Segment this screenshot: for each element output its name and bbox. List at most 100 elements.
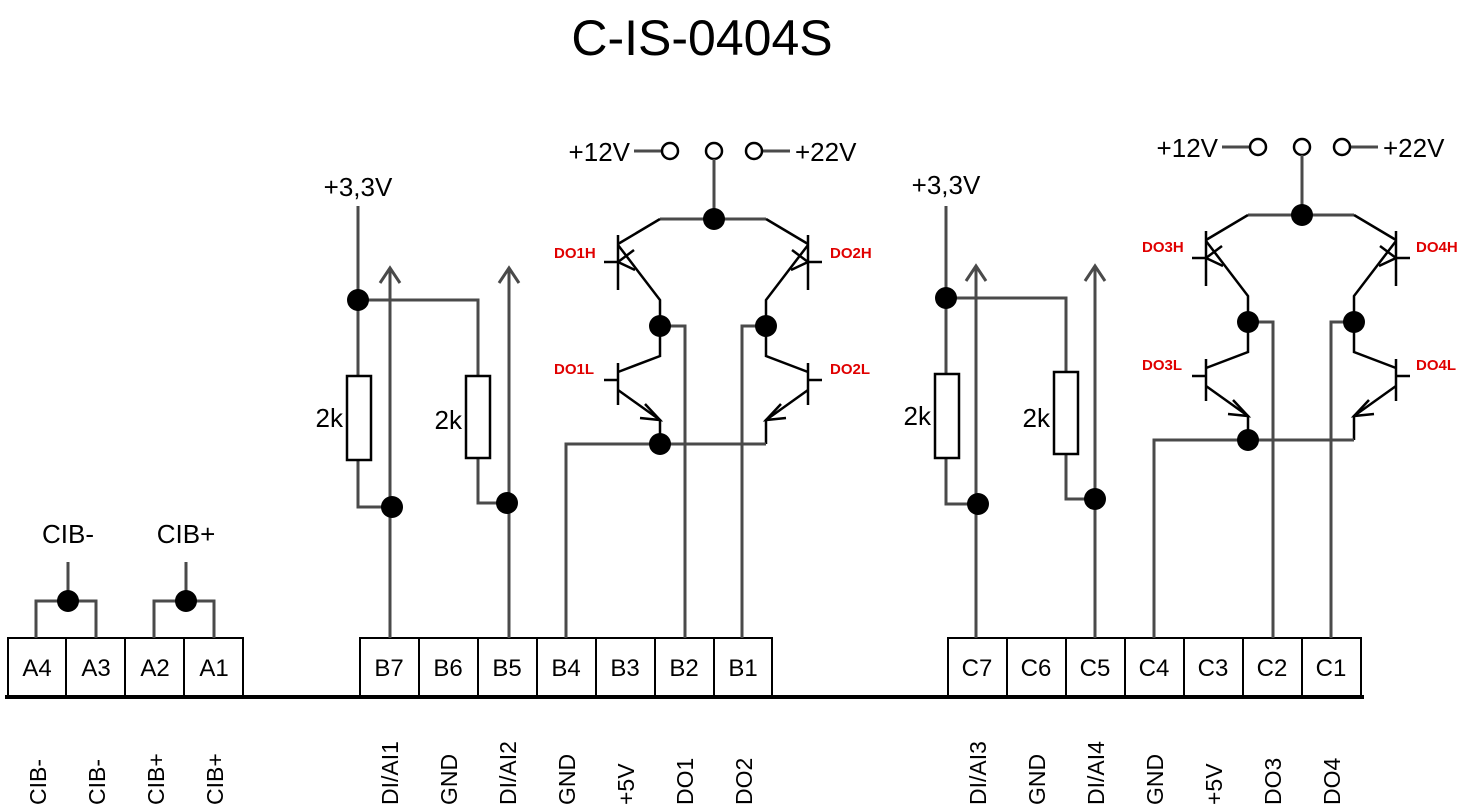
- pin-function: GND: [1142, 754, 1168, 805]
- junction-dot: [967, 493, 989, 515]
- supply-3v3-label: +3,3V: [324, 172, 393, 202]
- resistor-value-label: 2k: [904, 401, 932, 431]
- transistor-label-do3l: DO3L: [1142, 357, 1182, 374]
- junction-dot: [347, 289, 369, 311]
- pin-function: DI/AI3: [965, 741, 991, 805]
- resistor-value-label: 2k: [316, 403, 344, 433]
- terminal-c2: [1242, 637, 1303, 697]
- resistor-value-label: 2k: [1023, 403, 1051, 433]
- pin-function: CIB+: [202, 753, 228, 805]
- jumper-pin-22v: [1332, 137, 1352, 157]
- pin-function: DI/AI1: [377, 741, 403, 805]
- junction-dot: [703, 208, 725, 230]
- junction-dot: [649, 433, 671, 455]
- supply-22v-label: +22V: [795, 137, 857, 167]
- terminal-label: B7: [374, 655, 403, 682]
- pin-function: DO3: [1260, 758, 1286, 805]
- terminal-label: A3: [81, 655, 110, 682]
- pin-function: DO4: [1319, 758, 1345, 806]
- junction-dot: [1237, 311, 1259, 333]
- terminal-label: A4: [22, 655, 51, 682]
- terminal-label: B4: [551, 655, 580, 682]
- transistor-label-do4l: DO4L: [1416, 357, 1456, 374]
- terminal-label: C1: [1316, 655, 1347, 682]
- supply-12v-label: +12V: [1157, 133, 1219, 163]
- pin-function-labels: CIB- CIB- CIB+ CIB+ DI/AI1 GND DI/AI2 GN…: [25, 741, 1345, 805]
- pin-function: DI/AI2: [495, 741, 521, 805]
- input-circuit-c: +3,3V 2k 2k: [904, 170, 1107, 638]
- transistor-label-do2h: DO2H: [830, 245, 872, 262]
- terminal-b3: [595, 637, 656, 697]
- supply-12v-label: +12V: [569, 137, 631, 167]
- terminal-a1: [183, 637, 244, 697]
- junction-dot: [649, 315, 671, 337]
- input-circuit-b: +3,3V 2k 2k: [316, 172, 521, 638]
- junction-dot: [381, 496, 403, 518]
- junction-dot: [1237, 429, 1259, 451]
- supply-3v3-label: +3,3V: [912, 170, 981, 200]
- terminal-c1: [1301, 637, 1362, 697]
- terminal-c6: [1006, 637, 1067, 697]
- junction-dot: [496, 492, 518, 514]
- jumper-pin-common: [704, 141, 724, 161]
- terminal-block-b: B7 B6 B5 B4 B3 B2 B1: [359, 637, 773, 697]
- pin-function: DO2: [731, 758, 757, 805]
- terminal-label: C4: [1139, 655, 1170, 682]
- cib-plus-label: CIB+: [157, 519, 216, 549]
- pin-function: +5V: [613, 763, 639, 805]
- junction-dot: [57, 590, 79, 612]
- pin-function: CIB+: [143, 753, 169, 805]
- terminal-label: B1: [728, 655, 757, 682]
- pin-function: DO1: [672, 758, 698, 805]
- module-title: C-IS-0404S: [571, 10, 832, 66]
- jumper-pin-common: [1292, 137, 1312, 157]
- junction-dot: [1291, 204, 1313, 226]
- terminal-c4: [1124, 637, 1185, 697]
- pin-function: DI/AI4: [1083, 741, 1109, 805]
- terminal-label: C5: [1080, 655, 1111, 682]
- jumper-pin-22v: [744, 141, 764, 161]
- resistor: [1052, 370, 1080, 456]
- junction-dot: [175, 590, 197, 612]
- pin-function: +5V: [1201, 763, 1227, 805]
- terminal-a3: [65, 637, 126, 697]
- junction-dot: [755, 315, 777, 337]
- terminal-label: B6: [433, 655, 462, 682]
- terminal-label: A1: [199, 655, 228, 682]
- supply-22v-label: +22V: [1383, 133, 1445, 163]
- resistor: [464, 374, 492, 460]
- jumper-pin-12v: [1248, 137, 1268, 157]
- transistor-label-do4h: DO4H: [1416, 239, 1458, 256]
- terminal-label: C2: [1257, 655, 1288, 682]
- cib-bus-connections: CIB- CIB+: [34, 519, 216, 638]
- terminal-label: C7: [962, 655, 993, 682]
- junction-dot: [935, 287, 957, 309]
- transistor-label-do2l: DO2L: [830, 361, 870, 378]
- terminal-label: C6: [1021, 655, 1052, 682]
- pin-function: CIB-: [84, 759, 110, 805]
- terminal-label: B3: [610, 655, 639, 682]
- terminal-b2: [654, 637, 715, 697]
- terminal-label: B2: [669, 655, 698, 682]
- transistor-label-do3h: DO3H: [1142, 239, 1184, 256]
- jumper-pin-12v: [660, 141, 680, 161]
- pin-function: GND: [554, 754, 580, 805]
- transistor-label-do1l: DO1L: [554, 361, 594, 378]
- pin-function: GND: [1024, 754, 1050, 805]
- resistor: [345, 374, 373, 462]
- junction-dot: [1084, 488, 1106, 510]
- terminal-c3: [1183, 637, 1244, 697]
- terminal-label: B5: [492, 655, 521, 682]
- transistor-label-do1h: DO1H: [554, 245, 596, 262]
- output-driver-b: +12V +22V DO1H DO2H DO1L DO2L: [554, 137, 872, 638]
- resistor-value-label: 2k: [435, 405, 463, 435]
- resistor: [933, 372, 961, 460]
- terminal-label: C3: [1198, 655, 1229, 682]
- pin-function: GND: [436, 754, 462, 805]
- pin-function: CIB-: [25, 759, 51, 805]
- terminal-label: A2: [140, 655, 169, 682]
- terminal-block-c: C7 C6 C5 C4 C3 C2 C1: [947, 637, 1362, 697]
- junction-dot: [1343, 311, 1365, 333]
- terminal-block-a: A4 A3 A2 A1: [7, 637, 244, 697]
